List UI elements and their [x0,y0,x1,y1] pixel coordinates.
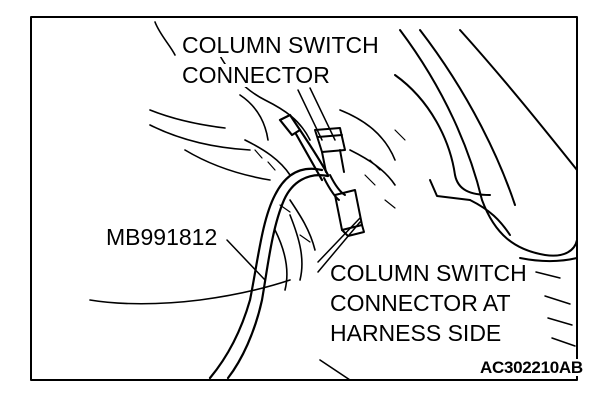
trim-panel-lines [525,271,576,373]
label-column-switch-connector-line2: CONNECTOR [180,62,332,88]
leader-lines [226,87,361,281]
label-tool-number: MB991812 [104,224,220,250]
dash-panel [89,21,396,381]
tool-mb991812-wires [208,113,330,380]
dash-texture [254,129,406,243]
steering-column-shroud [394,29,578,262]
label-column-switch-connector-line1: COLUMN SWITCH [180,32,381,58]
label-harness-side-line3: HARNESS SIDE [328,320,504,346]
label-harness-side-line2: CONNECTOR AT [328,290,513,316]
label-harness-side-line1: COLUMN SWITCH [328,260,529,286]
figure-code: AC302210AB [478,358,585,377]
figure-frame [30,16,578,381]
harness-connector [323,174,365,237]
